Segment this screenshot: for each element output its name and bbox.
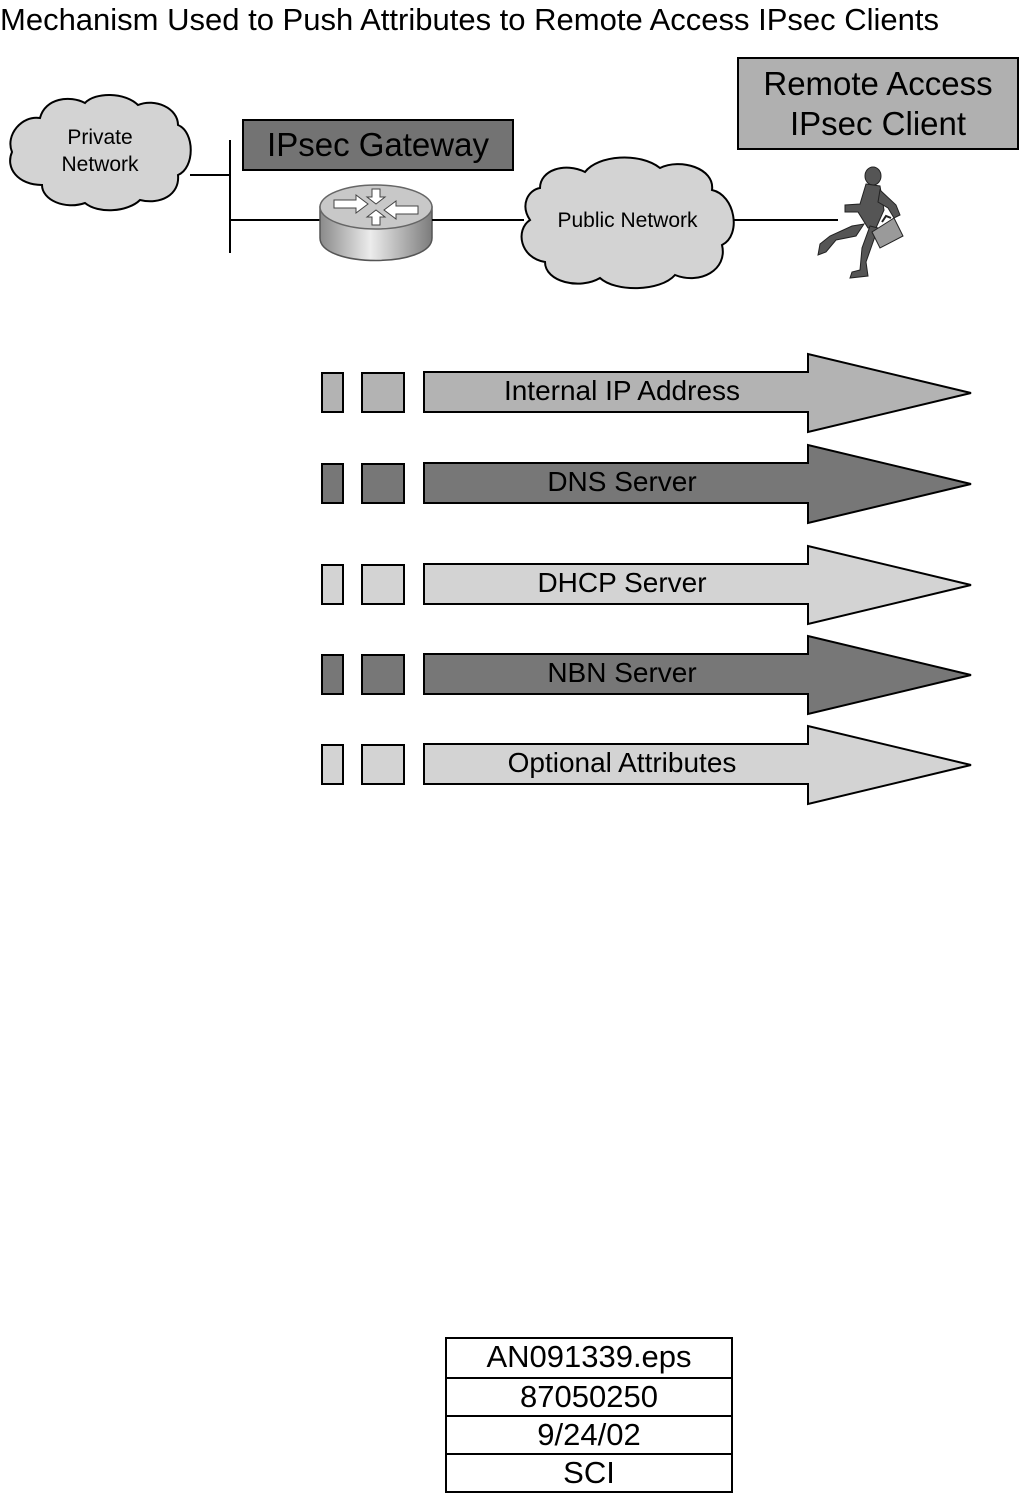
public-network-cloud-icon xyxy=(520,156,735,290)
packet-square xyxy=(361,372,405,413)
network-topology xyxy=(9,94,904,290)
router-icon xyxy=(319,184,433,262)
running-person-icon xyxy=(817,166,904,279)
private-network-cloud-icon xyxy=(9,94,192,212)
private-network-label-line1: Private xyxy=(67,126,133,149)
attribute-arrow xyxy=(423,634,972,716)
diagram-title: Mechanism Used to Push Attributes to Rem… xyxy=(0,2,940,37)
attribute-arrow xyxy=(423,352,972,434)
packet-small-square xyxy=(321,744,344,785)
packet-square xyxy=(361,654,405,695)
attribute-label: DHCP Server xyxy=(537,567,707,598)
attribute-label: Optional Attributes xyxy=(507,747,737,778)
attribute-arrow xyxy=(423,724,972,806)
stamp-code: SCI xyxy=(447,1453,731,1491)
client-label-line2: IPsec Client xyxy=(789,104,967,142)
attribute-label: Internal IP Address xyxy=(503,375,741,406)
packet-square xyxy=(361,744,405,785)
file-stamp: AN091339.eps 87050250 9/24/02 SCI xyxy=(445,1337,733,1493)
attribute-arrow xyxy=(423,544,972,626)
packet-square xyxy=(361,463,405,504)
private-network-label-line2: Network xyxy=(61,153,139,176)
stamp-filename: AN091339.eps xyxy=(486,1339,692,1374)
attribute-label: DNS Server xyxy=(547,466,697,497)
ipsec-gateway-label: IPsec Gateway xyxy=(242,119,514,171)
packet-small-square xyxy=(321,564,344,605)
attribute-arrow xyxy=(423,443,972,525)
attribute-label: NBN Server xyxy=(547,657,697,688)
packet-small-square xyxy=(321,463,344,504)
client-label-line1: Remote Access xyxy=(763,64,993,102)
remote-access-client-label: Remote Access IPsec Client xyxy=(737,57,1019,150)
private-network-label: Private Network xyxy=(40,124,160,178)
stamp-number: 87050250 xyxy=(447,1377,731,1415)
public-network-label: Public Network xyxy=(557,209,698,232)
packet-small-square xyxy=(321,654,344,695)
packet-small-square xyxy=(321,372,344,413)
stamp-date: 9/24/02 xyxy=(447,1415,731,1453)
packet-square xyxy=(361,564,405,605)
